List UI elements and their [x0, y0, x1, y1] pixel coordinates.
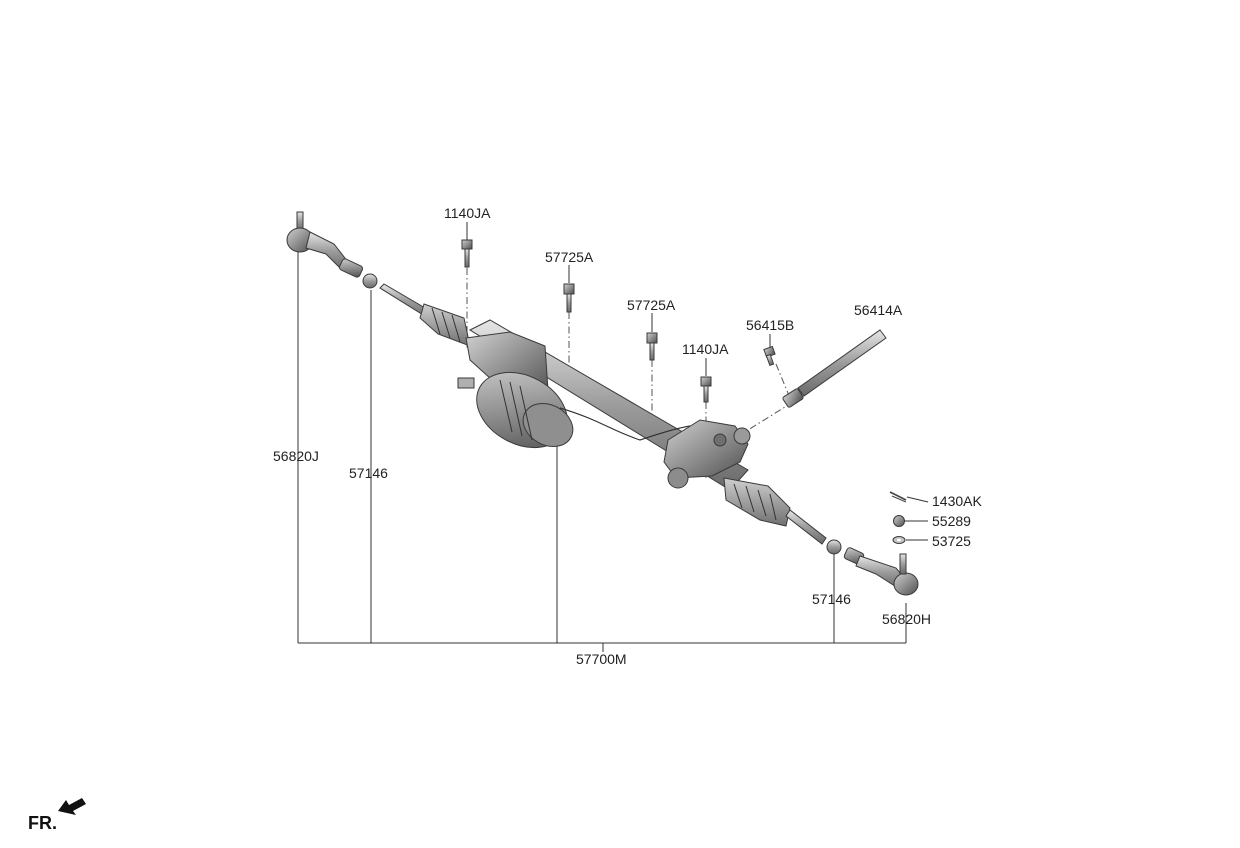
label-57700m: 57700M: [576, 651, 627, 667]
front-arrow-icon: [58, 798, 86, 815]
bolt-57725a-left: [563, 283, 575, 313]
label-56820h: 56820H: [882, 611, 931, 627]
label-53725: 53725: [932, 533, 971, 549]
castle-nut: [893, 515, 905, 527]
rack-and-pinion-assembly: [379, 283, 827, 545]
label-1140ja-left: 1140JA: [444, 205, 491, 221]
intermediate-shaft: [782, 329, 887, 408]
washer: [892, 536, 906, 544]
label-57725a-left: 57725A: [545, 249, 594, 265]
label-56414a: 56414A: [854, 302, 903, 318]
label-55289: 55289: [932, 513, 971, 529]
label-1140ja-right: 1140JA: [682, 341, 729, 357]
label-56415b: 56415B: [746, 317, 794, 333]
label-57146-right: 57146: [812, 591, 851, 607]
tie-rod-end-left: [286, 211, 364, 278]
boot-clip-left: [362, 273, 378, 289]
tie-rod-end-right: [843, 547, 919, 596]
leader-lines: [297, 222, 929, 652]
label-1430ak: 1430AK: [932, 493, 982, 509]
part-labels: 56820J 57146 1140JA 57725A 57725A 1140JA…: [273, 205, 982, 667]
bolt-57725a-right: [646, 332, 658, 361]
label-57725a-right: 57725A: [627, 297, 676, 313]
boot-clip-right: [826, 539, 842, 555]
bolt-1140ja-right: [700, 376, 712, 403]
fr-label: FR.: [28, 813, 57, 833]
label-56820j: 56820J: [273, 448, 319, 464]
label-57146-left: 57146: [349, 465, 388, 481]
bolt-1140ja-left: [461, 239, 473, 268]
cotter-pin: [889, 491, 907, 503]
bolt-56415b: [763, 345, 776, 367]
front-direction-marker: FR.: [28, 798, 86, 833]
